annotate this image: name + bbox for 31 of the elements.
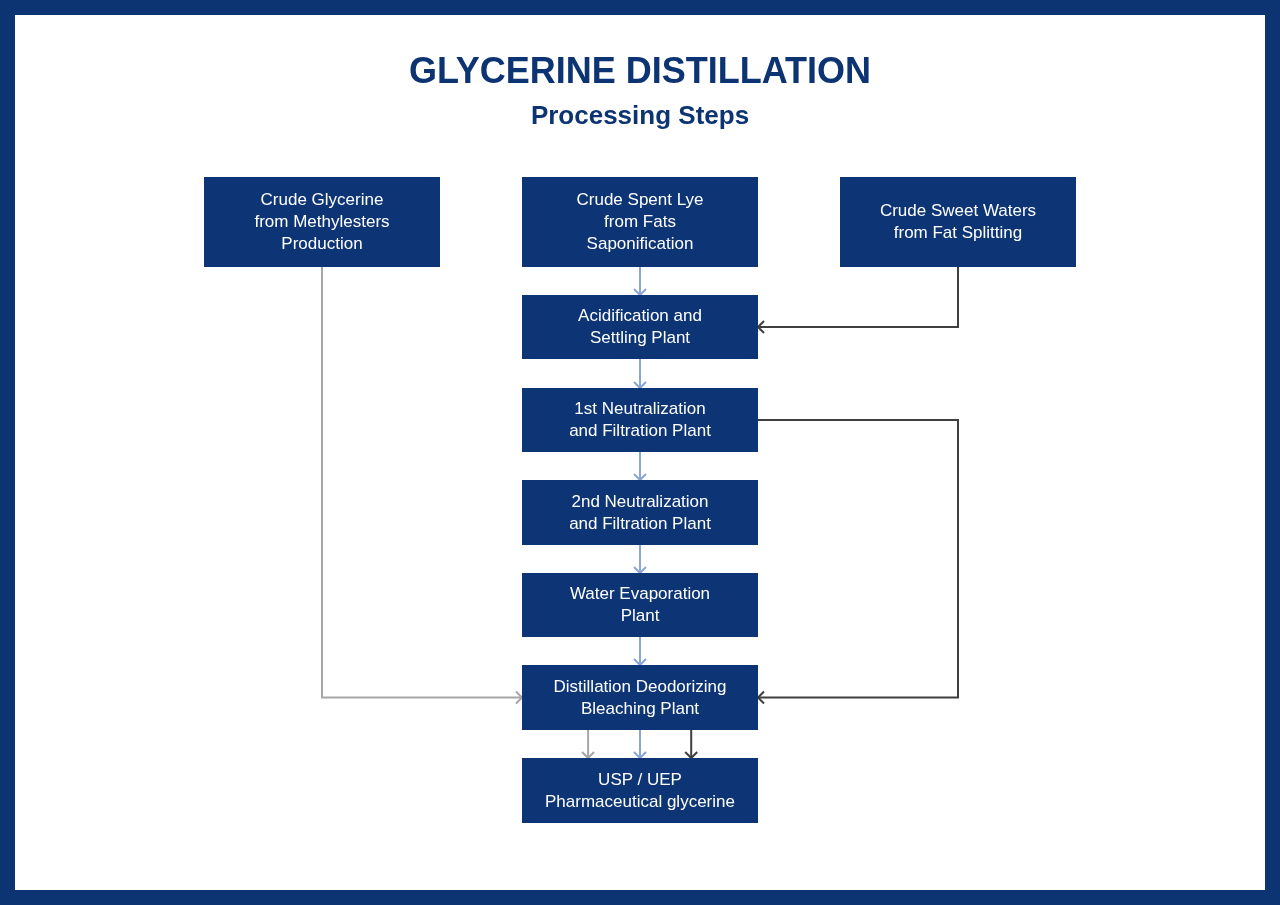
process-box xyxy=(522,665,758,730)
arrow xyxy=(321,266,523,705)
source-box xyxy=(522,177,758,267)
step-label: USP / UEP Pharmaceutical glycerine xyxy=(544,768,736,813)
arrow xyxy=(633,544,647,574)
process-box xyxy=(522,388,758,452)
source-box xyxy=(840,177,1076,267)
step-label: Crude Sweet Waters from Fat Splitting xyxy=(878,200,1038,244)
step-label: Distillation Deodorizing Bleaching Plant xyxy=(552,675,728,720)
diagram-subtitle: Processing Steps xyxy=(530,100,750,130)
arrow xyxy=(633,636,647,666)
arrow xyxy=(633,451,647,481)
process-box xyxy=(522,573,758,637)
arrow xyxy=(633,729,647,759)
diagram-title: GLYCERINE DISTILLATION xyxy=(409,50,871,92)
step-label: Crude Glycerine from Methylesters Production xyxy=(253,189,391,255)
process-box xyxy=(522,480,758,545)
step-label: 1st Neutralization and Filtration Plant xyxy=(568,398,712,442)
step-label: Acidification and Settling Plant xyxy=(577,305,703,349)
arrow xyxy=(684,729,699,759)
product-box xyxy=(522,758,758,823)
step-label: Water Evaporation Plant xyxy=(568,583,712,627)
source-box xyxy=(204,177,440,267)
arrow xyxy=(757,266,959,334)
arrow xyxy=(581,729,596,759)
step-label: Crude Spent Lye from Fats Saponification xyxy=(575,189,705,255)
arrow xyxy=(633,266,647,296)
step-label: 2nd Neutralization and Filtration Plant xyxy=(568,490,712,535)
arrow xyxy=(757,419,959,705)
process-box xyxy=(522,295,758,359)
arrow xyxy=(633,358,647,389)
